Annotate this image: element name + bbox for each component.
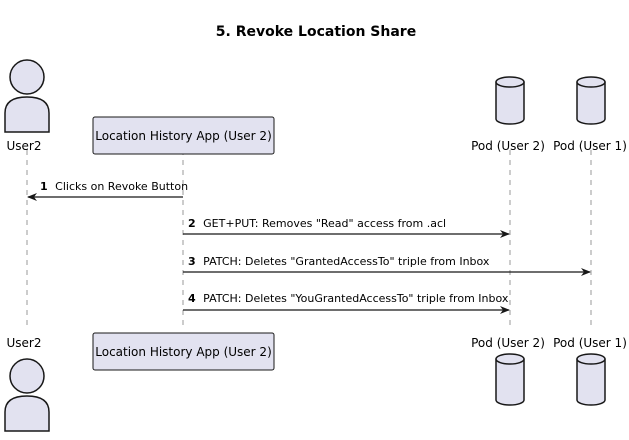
message-number: 4 — [188, 292, 196, 305]
participant-label-pod-user1: Pod (User 1) — [553, 336, 627, 350]
message-number: 3 — [188, 255, 196, 268]
participant-label-pod-user2: Pod (User 2) — [471, 139, 545, 153]
database-icon — [576, 82, 606, 125]
participant-label-user2: User2 — [7, 336, 42, 350]
participant-box — [92, 116, 275, 155]
actor-head-icon — [9, 59, 45, 95]
message-2: 2 GET+PUT: Removes "Read" access from .a… — [183, 217, 510, 238]
participant-label-app: Location History App (User 2) — [95, 129, 272, 143]
participant-pod-user2-top: Pod (User 2) — [471, 76, 545, 153]
message-text: Clicks on Revoke Button — [55, 180, 188, 193]
database-icon — [495, 82, 525, 125]
message-number: 1 — [40, 180, 48, 193]
actor-user2-top: User2 — [4, 59, 50, 153]
participant-app-top: Location History App (User 2) — [92, 116, 275, 155]
svg-text:1 Clicks on Revoke Butto: 1 Clicks on Revoke Button — [40, 180, 188, 193]
database-icon — [495, 359, 525, 406]
participant-box — [92, 332, 275, 371]
message-3: 3 PATCH: Deletes "GrantedAccessTo" tripl… — [183, 255, 591, 276]
participant-pod-user1-bottom: Pod (User 1) — [553, 336, 627, 406]
actor-body-icon — [4, 395, 50, 432]
participant-label-pod-user2: Pod (User 2) — [471, 336, 545, 350]
participant-label-user2: User2 — [7, 139, 42, 153]
participant-pod-user2-bottom: Pod (User 2) — [471, 336, 545, 406]
actor-head-icon — [9, 358, 45, 394]
participant-app-bottom: Location History App (User 2) — [92, 332, 275, 371]
message-4: 4 PATCH: Deletes "YouGrantedAccessTo" tr… — [183, 292, 510, 314]
database-icon — [576, 359, 606, 406]
message-text: GET+PUT: Removes "Read" access from .acl — [203, 217, 446, 230]
svg-text:3 PATCH: Deletes "Grante: 3 PATCH: Deletes "GrantedAccessTo" tripl… — [188, 255, 490, 268]
diagram-title: 5. Revoke Location Share — [216, 24, 416, 40]
message-text: PATCH: Deletes "YouGrantedAccessTo" trip… — [203, 292, 509, 305]
message-1: 1 Clicks on Revoke Button — [27, 180, 188, 201]
participant-label-pod-user1: Pod (User 1) — [553, 139, 627, 153]
svg-text:4 PATCH: Deletes "YouGra: 4 PATCH: Deletes "YouGrantedAccessTo" tr… — [188, 292, 509, 305]
svg-text:2 GET+PUT: Removes "Read: 2 GET+PUT: Removes "Read" access from .a… — [188, 217, 446, 230]
actor-body-icon — [4, 96, 50, 133]
actor-user2-bottom: User2 — [4, 336, 50, 432]
participant-label-app: Location History App (User 2) — [95, 345, 272, 359]
message-text: PATCH: Deletes "GrantedAccessTo" triple … — [203, 255, 490, 268]
participant-pod-user1-top: Pod (User 1) — [553, 76, 627, 153]
message-number: 2 — [188, 217, 196, 230]
